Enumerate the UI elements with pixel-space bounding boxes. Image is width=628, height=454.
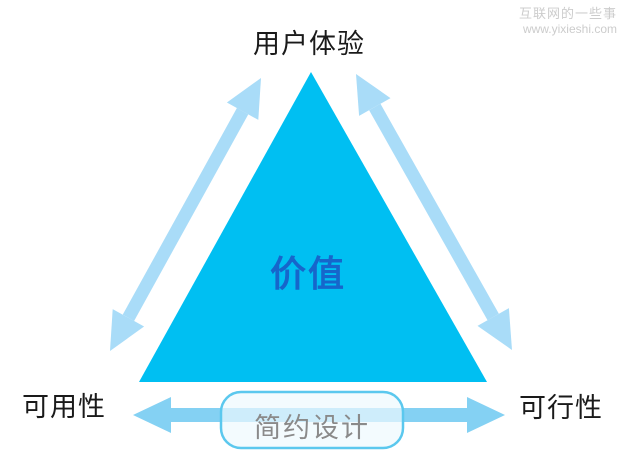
watermark-site-url: www.yixieshi.com	[522, 21, 617, 36]
left-arrow-top-head	[226, 78, 261, 120]
triangle-shape	[139, 72, 487, 382]
simple-design-box-label: 简约设计	[254, 413, 370, 443]
triangle-center-label: 价值	[269, 253, 347, 294]
site-watermark: 互联网的一些事 www.yixieshi.com	[519, 6, 617, 36]
right-arrow-bottom-head	[477, 308, 512, 350]
bottom-arrow-left-head	[133, 397, 171, 433]
top-vertex-label: 用户体验	[253, 29, 365, 59]
right-double-arrow	[356, 74, 512, 350]
bottom-left-vertex-label: 可用性	[22, 392, 106, 422]
left-double-arrow	[110, 78, 261, 351]
watermark-site-name: 互联网的一些事	[518, 6, 617, 21]
simple-design-box	[219, 390, 405, 450]
left-arrow-bottom-head	[110, 309, 145, 351]
right-arrow-top-head	[356, 74, 391, 116]
right-arrow-shaft	[369, 103, 499, 321]
bottom-arrow-right-head	[467, 397, 505, 433]
left-arrow-shaft	[122, 108, 249, 321]
bottom-right-vertex-label: 可行性	[519, 393, 603, 423]
